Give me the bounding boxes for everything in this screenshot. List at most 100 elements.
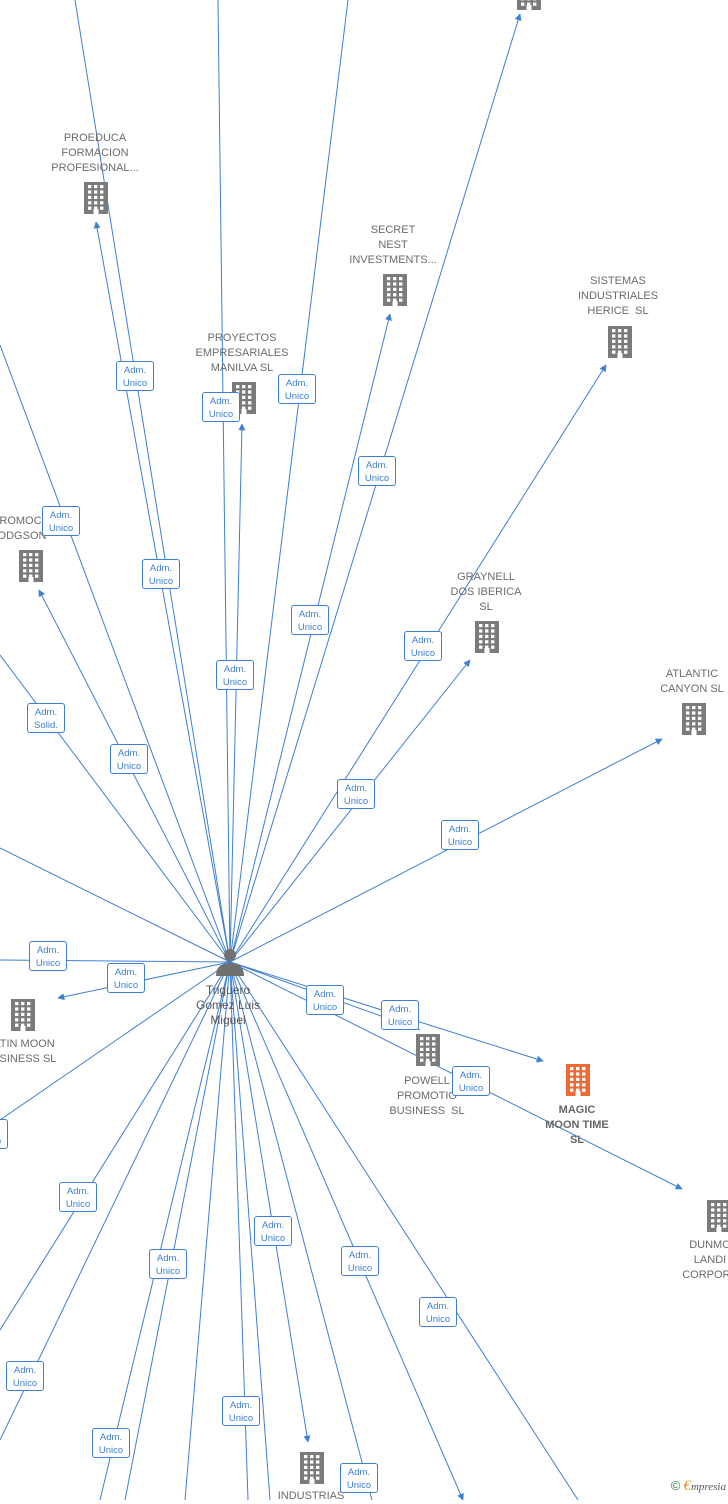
company-proeduca-label[interactable]: PROEDUCA FORMACION PROFESIONAL... — [51, 131, 138, 176]
role-badge-line2: Unico — [117, 377, 153, 390]
role-badge-line1: Adm. — [108, 966, 144, 979]
role-badge-line1: Adm. — [405, 634, 441, 647]
role-badge-line2: Unico — [7, 1377, 43, 1390]
role-badge-line1: Adm. — [30, 944, 66, 957]
company-dunmo-label[interactable]: DUNMO LANDI CORPORA — [682, 1238, 728, 1283]
role-badge-line1: Adm. — [150, 1252, 186, 1265]
role-badge-line1: Adm. — [420, 1300, 456, 1313]
edge-line-23 — [125, 962, 230, 1500]
company-industrias-building-icon[interactable] — [300, 1452, 324, 1484]
role-badge-line1: Adm. — [111, 747, 147, 760]
role-badge-line2: Unico — [223, 1412, 259, 1425]
person-label[interactable]: Triguero Gomez Luis Miguel — [196, 983, 260, 1028]
role-badge-line2: Unico — [442, 836, 478, 849]
role-badge-line2: Unico — [341, 1479, 377, 1492]
role-badge[interactable]: Adm.Unico — [441, 820, 479, 850]
role-badge[interactable]: Adm.Unico — [0, 1119, 8, 1149]
edge-line-2 — [218, 0, 230, 962]
role-badge[interactable]: Adm.Unico — [6, 1361, 44, 1391]
role-badge[interactable]: Adm.Unico — [419, 1297, 457, 1327]
role-badge-line2: Unico — [279, 390, 315, 403]
role-badge[interactable]: Adm.Unico — [404, 631, 442, 661]
role-badge-line1: Adm. — [382, 1003, 418, 1016]
role-badge-line2: Unico — [359, 472, 395, 485]
role-badge[interactable]: Adm.Unico — [216, 660, 254, 690]
company-secret-nest-building-icon[interactable] — [383, 274, 407, 306]
company-magic-moon-building-icon[interactable] — [566, 1064, 590, 1096]
role-badge[interactable]: Adm.Unico — [202, 392, 240, 422]
company-graynell-label[interactable]: GRAYNELL DOS IBERICA SL — [451, 570, 522, 615]
edge-line-10 — [0, 655, 230, 962]
role-badge-line1: Adm. — [442, 823, 478, 836]
company-industrias-label[interactable]: INDUSTRIAS — [278, 1489, 345, 1504]
company-latin-moon-building-icon[interactable] — [11, 999, 35, 1031]
role-badge-line2: Unico — [420, 1313, 456, 1326]
role-badge[interactable]: Adm.Unico — [381, 1000, 419, 1030]
role-badge-line1: Adm. — [279, 377, 315, 390]
company-promoc-label[interactable]: ROMOCI ODGSON — [0, 514, 46, 544]
company-latin-moon-label[interactable]: ATIN MOON USINESS SL — [0, 1037, 56, 1067]
role-badge[interactable]: Adm.Unico — [306, 985, 344, 1015]
role-badge-line1: Adm. — [93, 1431, 129, 1444]
role-badge[interactable]: Adm.Unico — [337, 779, 375, 809]
role-badge[interactable]: Adm.Unico — [110, 744, 148, 774]
edge-line-27 — [230, 962, 308, 1442]
company-sistemas-building-icon[interactable] — [608, 326, 632, 358]
company-atlantic-building-icon[interactable] — [682, 703, 706, 735]
role-badge[interactable]: Adm.Unico — [29, 941, 67, 971]
role-badge[interactable]: Adm.Unico — [254, 1216, 292, 1246]
role-badge-line2: Unico — [111, 760, 147, 773]
company-dunmo-building-icon[interactable] — [707, 1200, 728, 1232]
role-badge[interactable]: Adm.Solid. — [27, 703, 65, 733]
role-badge-line1: Adm. — [292, 608, 328, 621]
role-badge[interactable]: Adm.Unico — [149, 1249, 187, 1279]
role-badge-line2: Unico — [255, 1232, 291, 1245]
edge-line-6 — [230, 365, 606, 962]
role-badge[interactable]: Adm.Unico — [116, 361, 154, 391]
role-badge-line1: Adm. — [60, 1185, 96, 1198]
role-badge-line1: Adm. — [338, 782, 374, 795]
role-badge-line2: Unico — [217, 676, 253, 689]
edge-line-11 — [230, 660, 470, 962]
company-proyectos-label[interactable]: PROYECTOS EMPRESARIALES MANILVA SL — [196, 331, 289, 376]
role-badge[interactable]: Adm.Unico — [341, 1246, 379, 1276]
company-powell-building-icon[interactable] — [416, 1034, 440, 1066]
company-graynell-building-icon[interactable] — [475, 621, 499, 653]
company-top-right-building-icon[interactable] — [517, 0, 541, 10]
edge-line-3 — [230, 0, 348, 962]
company-proeduca-building-icon[interactable] — [84, 182, 108, 214]
edge-line-8 — [0, 345, 230, 962]
role-badge[interactable]: Adm.Unico — [291, 605, 329, 635]
role-badge[interactable]: Adm.Unico — [278, 374, 316, 404]
role-badge[interactable]: Adm.Unico — [59, 1182, 97, 1212]
role-badge[interactable]: Adm.Unico — [358, 456, 396, 486]
role-badge-line1: Adm. — [43, 509, 79, 522]
role-badge[interactable]: Adm.Unico — [92, 1428, 130, 1458]
role-badge-line2: Unico — [405, 647, 441, 660]
role-badge-line1: Adm. — [307, 988, 343, 1001]
role-badge[interactable]: Adm.Unico — [340, 1463, 378, 1493]
role-badge[interactable]: Adm.Unico — [142, 559, 180, 589]
role-badge-line1: Adm. — [0, 1122, 7, 1135]
role-badge-line1: Adm. — [453, 1069, 489, 1082]
role-badge-line2: Solid. — [28, 719, 64, 732]
company-sistemas-label[interactable]: SISTEMAS INDUSTRIALES HERICE SL — [578, 274, 658, 319]
company-atlantic-label[interactable]: ATLANTIC CANYON SL — [660, 667, 724, 697]
company-secret-nest-label[interactable]: SECRET NEST INVESTMENTS... — [349, 223, 436, 268]
role-badge-line2: Unico — [338, 795, 374, 808]
role-badge[interactable]: Adm.Unico — [222, 1396, 260, 1426]
role-badge[interactable]: Adm.Unico — [107, 963, 145, 993]
company-promoc-building-icon[interactable] — [19, 550, 43, 582]
role-badge-line1: Adm. — [217, 663, 253, 676]
role-badge-line1: Adm. — [7, 1364, 43, 1377]
brand-logo-initial: € — [683, 1478, 691, 1494]
edge-line-9 — [39, 590, 230, 962]
company-magic-moon-label[interactable]: MAGIC MOON TIME SL — [545, 1103, 609, 1148]
role-badge-line1: Adm. — [117, 364, 153, 377]
role-badge-line2: Unico — [307, 1001, 343, 1014]
role-badge[interactable]: Adm.Unico — [42, 506, 80, 536]
role-badge-line2: Unico — [150, 1265, 186, 1278]
edge-line-22 — [100, 962, 230, 1500]
role-badge-line2: Unico — [60, 1198, 96, 1211]
role-badge[interactable]: Adm.Unico — [452, 1066, 490, 1096]
